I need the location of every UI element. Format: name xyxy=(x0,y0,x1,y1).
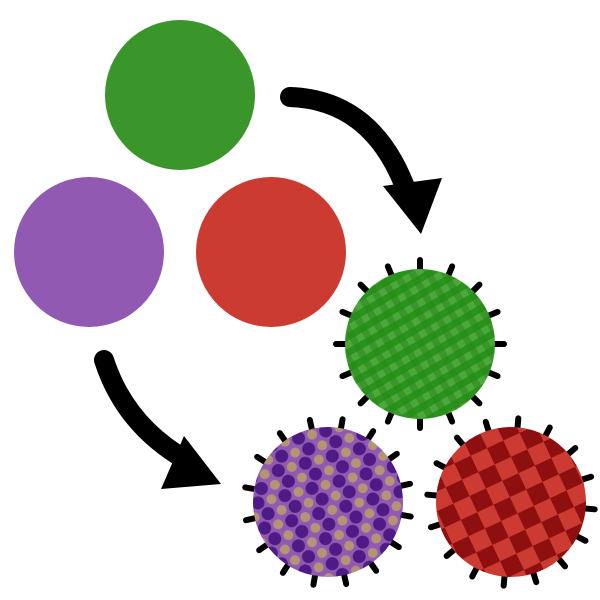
purple-dotted-circle xyxy=(253,427,403,577)
purple-circle xyxy=(14,177,164,327)
green-circle xyxy=(105,20,255,170)
curved-arrow-down-icon xyxy=(94,350,221,489)
green-plaid-circle xyxy=(345,269,495,419)
curved-arrow-right-icon xyxy=(280,87,442,234)
red-checkered-circle xyxy=(436,427,586,577)
red-circle xyxy=(196,177,346,327)
